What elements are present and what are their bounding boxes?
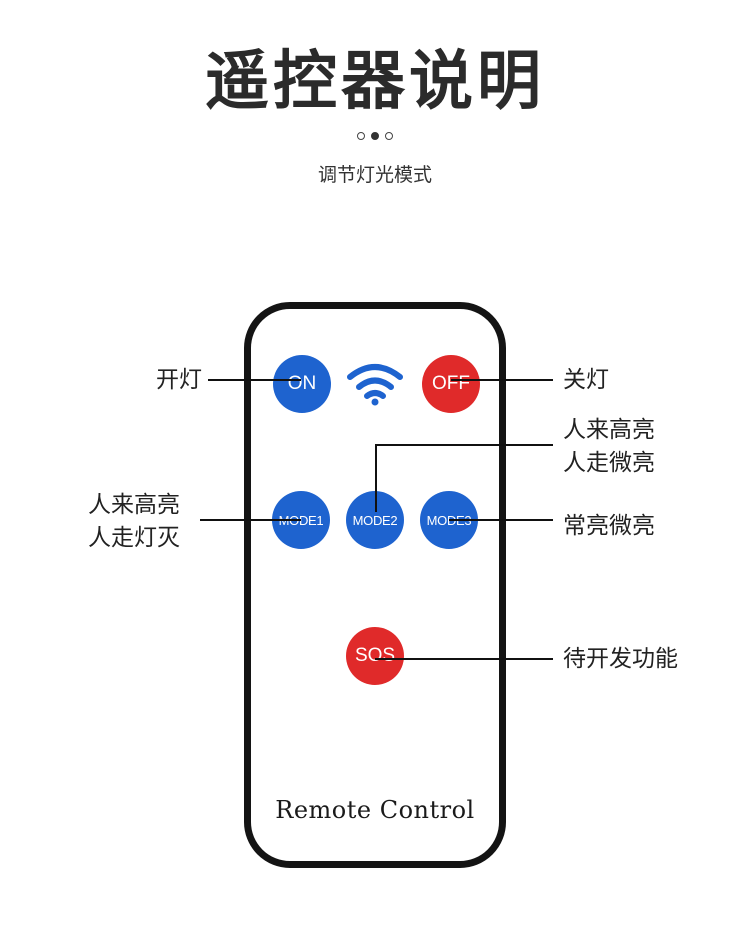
mode2-callout-line-vertical — [375, 444, 377, 512]
mode3-label: 常亮微亮 — [563, 513, 655, 539]
sos-callout-line — [375, 658, 553, 660]
mode2-callout-line-horizontal — [376, 444, 553, 446]
mode1-button-label: MODE1 — [279, 513, 324, 528]
remote-brand-text: Remote Control — [275, 796, 475, 824]
on-button-label: ON — [287, 373, 317, 394]
sos-label: 待开发功能 — [563, 646, 678, 672]
pagination-dot[interactable] — [385, 132, 393, 140]
on-button[interactable]: ON — [273, 355, 331, 413]
mode3-callout-line — [449, 519, 553, 521]
mode1-label-line: 人走灯灭 — [88, 525, 180, 551]
off-button[interactable]: OFF — [422, 355, 480, 413]
off-label: 关灯 — [563, 367, 609, 393]
mode2-label-line: 人走微亮 — [563, 450, 655, 476]
off-button-label: OFF — [432, 373, 470, 394]
page-subtitle: 调节灯光模式 — [317, 164, 432, 186]
mode1-label-line: 人来高亮 — [88, 492, 180, 518]
pagination-dot-active[interactable] — [371, 132, 379, 140]
sos-button-label: SOS — [354, 645, 396, 666]
page-title: 遥控器说明 — [205, 45, 545, 119]
mode2-label-line: 人来高亮 — [563, 417, 655, 443]
on-callout-line — [208, 379, 301, 381]
sos-button[interactable]: SOS — [346, 627, 404, 685]
wifi-icon — [347, 364, 403, 406]
pagination-dots — [0, 132, 750, 140]
mode1-label: 人来高亮 人走灯灭 — [88, 489, 180, 555]
on-label: 开灯 — [156, 367, 202, 393]
mode2-label: 人来高亮 人走微亮 — [563, 414, 655, 480]
pagination-dot[interactable] — [357, 132, 365, 140]
mode2-button-label: MODE2 — [352, 512, 398, 528]
mode1-callout-line — [200, 519, 301, 521]
off-callout-line — [451, 379, 553, 381]
